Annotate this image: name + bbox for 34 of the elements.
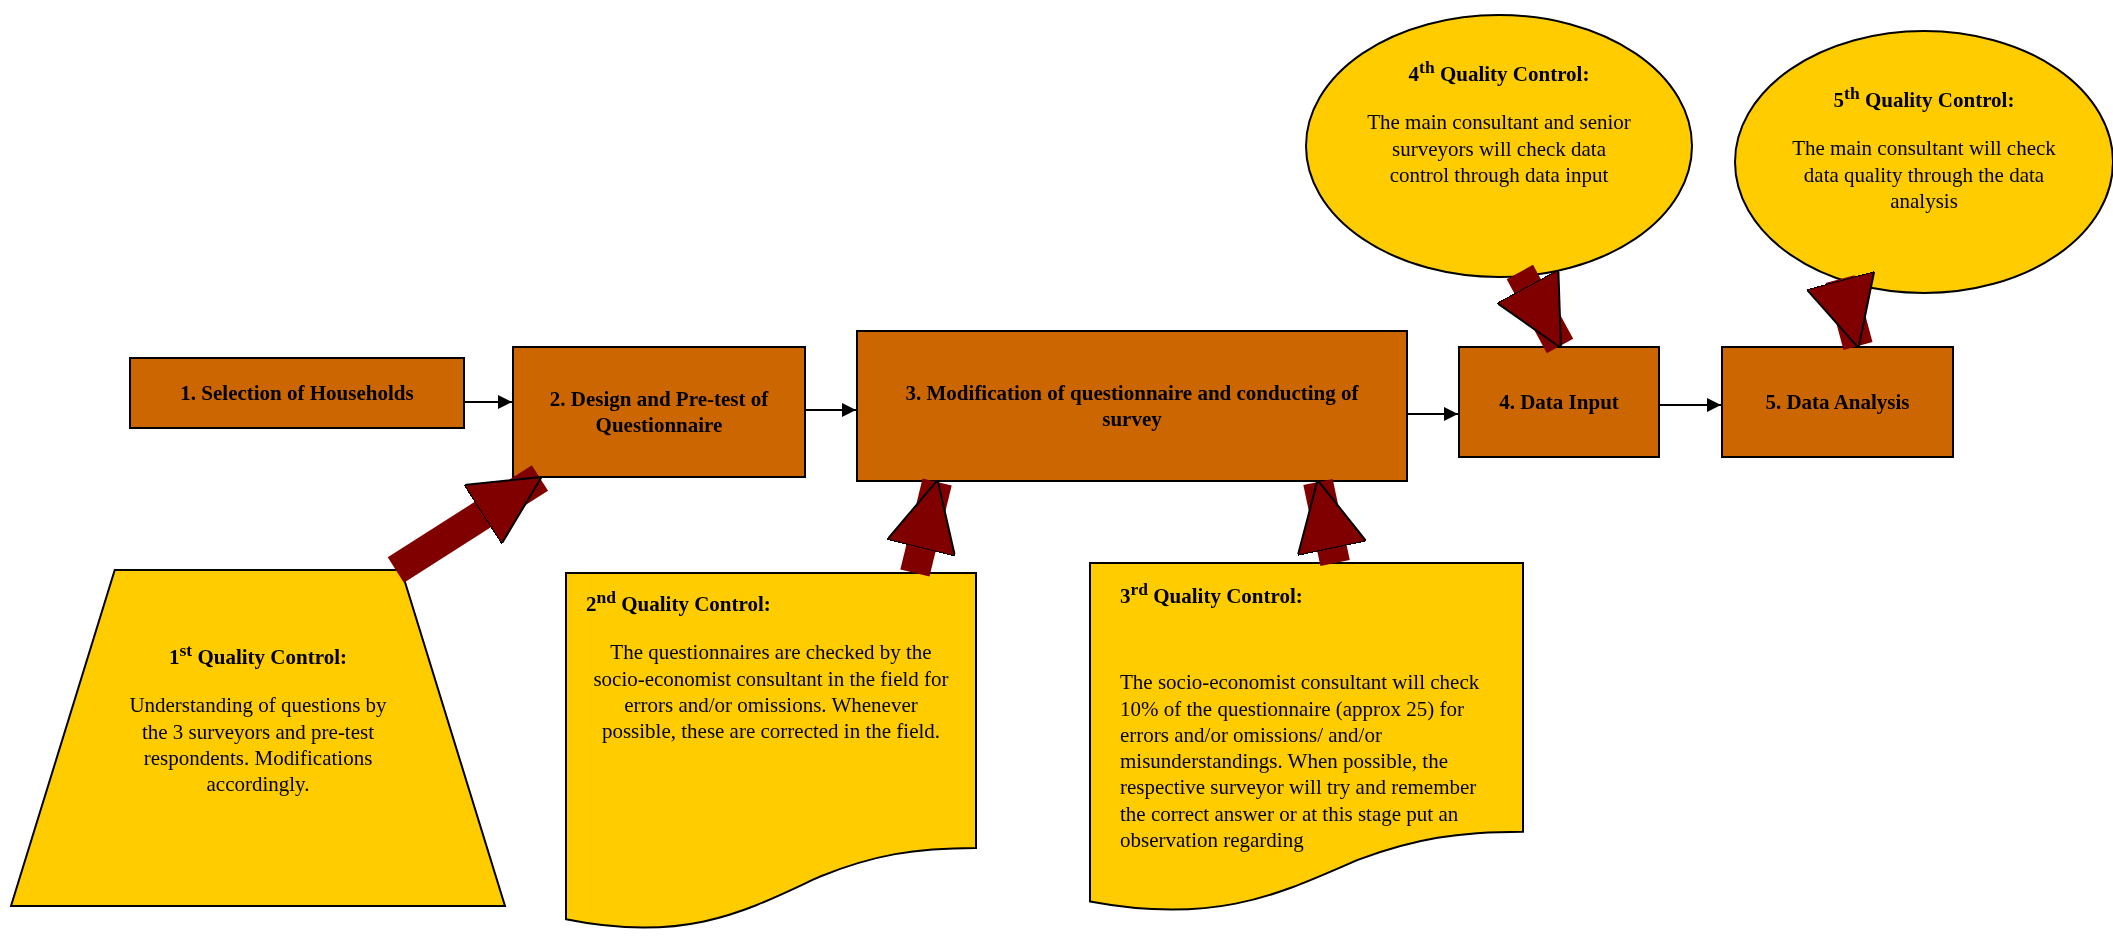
process-box — [512, 346, 806, 478]
document-card — [1090, 563, 1523, 912]
ellipse-callout — [1306, 15, 1692, 277]
description: The main consultant will check data quality through the data analysis — [1791, 135, 2057, 214]
step-label: 5. Data Analysis — [1765, 388, 1910, 416]
description: The main consultant and senior surveyors will check data control through data input — [1366, 109, 1632, 188]
step-label: 3. Modification of questionnaire and conducting of survey — [904, 379, 1360, 433]
description: The questionnaires are checked by the socio-economist consultant in the field for errors and/or omissions. Whenever possible, these are corrected in the field. — [592, 639, 950, 745]
heading: 2$^{nd}$ Quality Control: — [586, 587, 772, 618]
document-card — [566, 573, 976, 930]
ellipse-callout — [1735, 31, 2113, 293]
process-box — [856, 330, 1408, 482]
step-label: 1. Selection of Households — [180, 379, 414, 407]
arrow — [805, 402, 857, 417]
step-label: 2. Design and Pre-test of Questionnaire — [548, 385, 770, 439]
process-box — [1721, 346, 1954, 458]
description: The socio-economist consultant will check 10% of the questionnaire (approx 25) for errors and/or omissions/ and/or misunderstandings. When possible, the respective surveyor will try and remember the correct answer or at this stage put an observation regarding — [1120, 669, 1481, 853]
block-arrow — [1805, 270, 1876, 350]
process-box — [129, 357, 465, 429]
process-box — [1458, 346, 1660, 458]
arrow — [1659, 398, 1722, 412]
heading: 3$^{rd}$ Quality Control: — [1120, 579, 1304, 610]
arrow — [464, 395, 513, 409]
block-arrow — [387, 465, 548, 583]
block-arrow — [1296, 478, 1368, 567]
heading: 4$^{th}$ Quality Control: — [1407, 57, 1591, 88]
block-arrow — [886, 478, 956, 577]
description: Understanding of questions by the 3 surveyors and pre-test respondents. Modifications accordingly. — [128, 692, 388, 798]
heading: 1$^{st}$ Quality Control: — [168, 640, 348, 671]
block-arrow — [1495, 264, 1574, 354]
arrow — [1407, 407, 1459, 421]
heading: 5$^{th}$ Quality Control: — [1832, 83, 2016, 114]
step-label: 4. Data Input — [1499, 388, 1619, 416]
trapezoid-card — [11, 570, 505, 906]
